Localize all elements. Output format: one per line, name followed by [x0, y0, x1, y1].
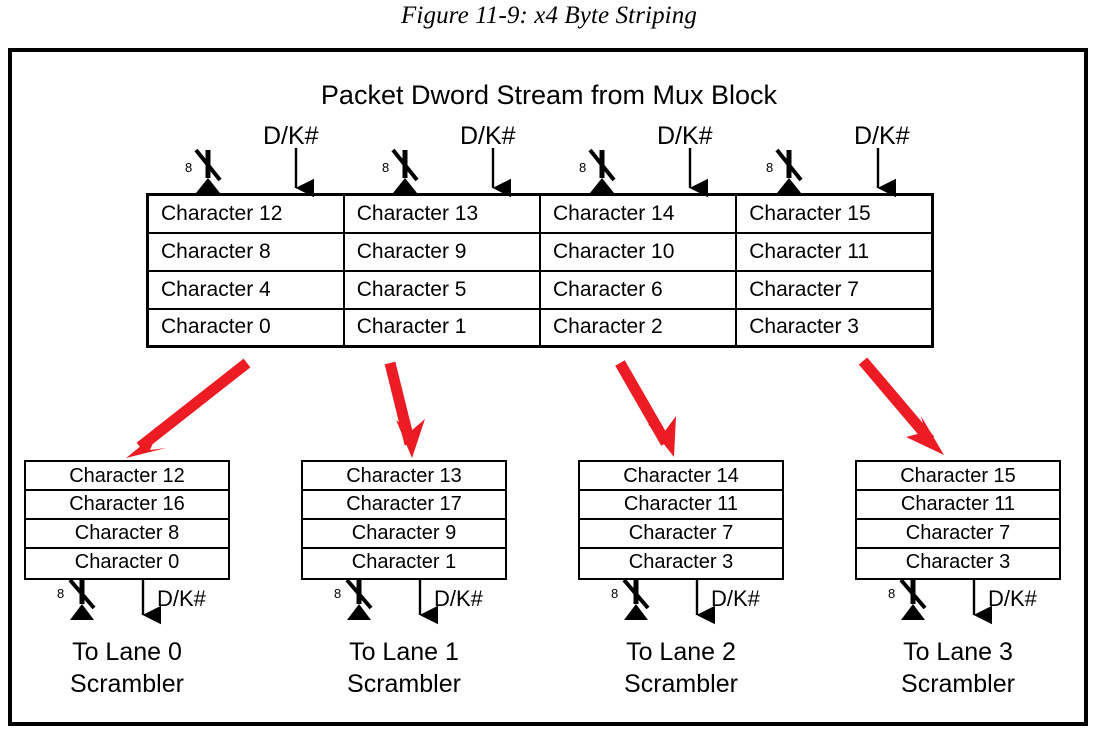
lane-caption-line2: Scrambler — [347, 670, 461, 698]
table-cell: Character 8 — [146, 231, 345, 272]
figure-frame — [8, 48, 1088, 726]
lane-caption-line2: Scrambler — [624, 670, 738, 698]
lane-caption-1: To Lane 1 Scrambler — [301, 636, 507, 700]
table-row: Character 4 Character 5 Character 6 Char… — [146, 269, 934, 310]
lane-cell: Character 13 — [301, 460, 507, 491]
lane-cell: Character 17 — [303, 491, 505, 520]
lane-caption-line2: Scrambler — [70, 670, 184, 698]
lane-caption-3: To Lane 3 Scrambler — [855, 636, 1061, 700]
table-cell: Character 1 — [342, 307, 542, 348]
lane-caption-0: To Lane 0 Scrambler — [24, 636, 230, 700]
table-cell: Character 0 — [146, 307, 345, 348]
table-cell: Character 15 — [735, 193, 934, 234]
figure-caption: Figure 11-9: x4 Byte Striping — [401, 2, 697, 29]
lane-box-2: Character 14 Character 11 Character 7 Ch… — [578, 460, 784, 580]
dk-label-lane-2: D/K# — [711, 586, 760, 611]
table-row: Character 8 Character 9 Character 10 Cha… — [146, 231, 934, 272]
lane-cell: Character 16 — [26, 491, 228, 520]
lane-caption-line1: To Lane 2 — [626, 638, 736, 666]
lane-caption-line1: To Lane 0 — [72, 638, 182, 666]
table-cell: Character 4 — [146, 269, 345, 310]
table-cell: Character 11 — [735, 231, 934, 272]
table-row: Character 12 Character 13 Character 14 C… — [146, 193, 934, 234]
lane-cell: Character 1 — [351, 551, 457, 573]
dk-label-lane-3: D/K# — [988, 586, 1037, 611]
lane-cell: Character 14 — [578, 460, 784, 491]
lane-cell: Character 8 — [26, 520, 228, 549]
lane-cell: Character 3 — [628, 551, 734, 573]
table-cell: Character 12 — [146, 193, 345, 234]
lane-box-3: Character 15 Character 11 Character 7 Ch… — [855, 460, 1061, 580]
table-cell: Character 14 — [538, 193, 738, 234]
lane-cell: Character 11 — [857, 491, 1059, 520]
packet-dword-table: Character 12 Character 13 Character 14 C… — [146, 193, 934, 348]
table-cell: Character 10 — [538, 231, 738, 272]
lane-cell: Character 9 — [303, 520, 505, 549]
table-cell: Character 9 — [342, 231, 542, 272]
lane-cell: Character 11 — [580, 491, 782, 520]
lane-cell: Character 15 — [855, 460, 1061, 491]
table-cell: Character 6 — [538, 269, 738, 310]
lane-caption-2: To Lane 2 Scrambler — [578, 636, 784, 700]
lane-cell: Character 7 — [857, 520, 1059, 549]
lane-cell: Character 3 — [905, 551, 1011, 573]
dk-label-top-3: D/K# — [854, 122, 910, 150]
dk-label-lane-0: D/K# — [157, 586, 206, 611]
table-cell: Character 2 — [538, 307, 738, 348]
table-cell: Character 13 — [342, 193, 542, 234]
dk-label-top-1: D/K# — [460, 122, 516, 150]
table-cell: Character 5 — [342, 269, 542, 310]
lane-caption-line1: To Lane 1 — [349, 638, 459, 666]
lane-cell: Character 7 — [580, 520, 782, 549]
dk-label-lane-1: D/K# — [434, 586, 483, 611]
lane-box-0: Character 12 Character 16 Character 8 Ch… — [24, 460, 230, 580]
table-cell: Character 3 — [735, 307, 934, 348]
lane-caption-line2: Scrambler — [901, 670, 1015, 698]
table-row: Character 0 Character 1 Character 2 Char… — [146, 307, 934, 348]
lane-cell: Character 12 — [24, 460, 230, 491]
lane-box-1: Character 13 Character 17 Character 9 Ch… — [301, 460, 507, 580]
dk-label-top-0: D/K# — [263, 122, 319, 150]
lane-cell: Character 0 — [74, 551, 180, 573]
table-cell: Character 7 — [735, 269, 934, 310]
lane-caption-line1: To Lane 3 — [903, 638, 1013, 666]
stream-title: Packet Dword Stream from Mux Block — [320, 80, 778, 110]
dk-label-top-2: D/K# — [657, 122, 713, 150]
